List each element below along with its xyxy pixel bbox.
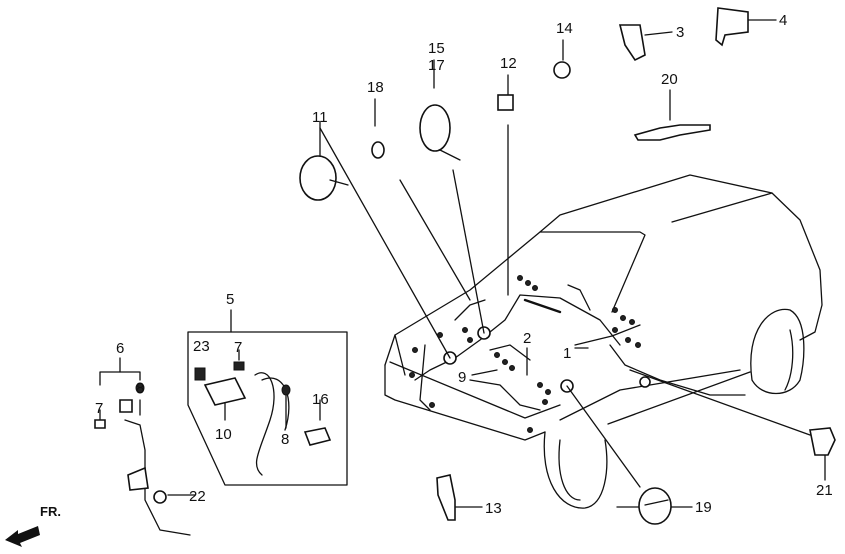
callout-7a: 7 — [95, 400, 104, 417]
clip-12 — [497, 94, 514, 111]
clip-18 — [371, 141, 385, 159]
grommet-22 — [153, 490, 167, 504]
callout-6: 6 — [116, 340, 125, 357]
clamp-16 — [303, 427, 332, 446]
callout-15: 15 — [428, 40, 445, 57]
grommet-14 — [553, 61, 571, 79]
callout-7b: 7 — [234, 339, 243, 356]
stay-20 — [633, 124, 711, 141]
part-23 — [194, 367, 206, 381]
grommet-19 — [638, 487, 672, 525]
connector-cluster — [409, 275, 641, 433]
bolt-7b — [94, 419, 106, 429]
callout-8b: 8 — [281, 431, 290, 448]
band-clamp-15-17 — [419, 104, 451, 152]
nut-8 — [281, 384, 291, 396]
callout-14: 14 — [556, 20, 573, 37]
callout-22: 22 — [189, 488, 206, 505]
callout-5: 5 — [226, 291, 235, 308]
bracket-21 — [809, 427, 836, 456]
callout-13: 13 — [485, 500, 502, 517]
band-clamp-11 — [299, 155, 337, 201]
callout-21: 21 — [816, 482, 833, 499]
wire-harness — [409, 275, 746, 433]
leader-lines — [99, 19, 826, 508]
car-body — [384, 174, 823, 509]
callout-4: 4 — [779, 12, 788, 29]
front-arrow-icon — [5, 526, 40, 547]
bracket-3 — [618, 24, 646, 62]
bracket-4 — [715, 7, 749, 47]
callout-8a: 8 — [136, 380, 145, 397]
clip-13 — [436, 474, 456, 521]
callout-12: 12 — [500, 55, 517, 72]
callout-10: 10 — [215, 426, 232, 443]
callout-20: 20 — [661, 71, 678, 88]
nut-8b — [135, 382, 145, 394]
callout-16: 16 — [312, 391, 329, 408]
callout-2: 2 — [523, 330, 532, 347]
bolt-7 — [233, 361, 245, 371]
front-direction-label: FR. — [40, 504, 61, 519]
callout-3: 3 — [676, 24, 685, 41]
callout-11: 11 — [312, 109, 328, 126]
callout-17: 17 — [428, 57, 445, 74]
unit-10 — [203, 377, 247, 406]
callout-9: 9 — [458, 369, 467, 386]
callout-18: 18 — [367, 79, 384, 96]
bracket-6 — [119, 399, 133, 413]
callout-1: 1 — [563, 345, 572, 362]
parts — [5, 7, 836, 547]
callout-19: 19 — [695, 499, 712, 516]
callout-23: 23 — [193, 338, 210, 355]
